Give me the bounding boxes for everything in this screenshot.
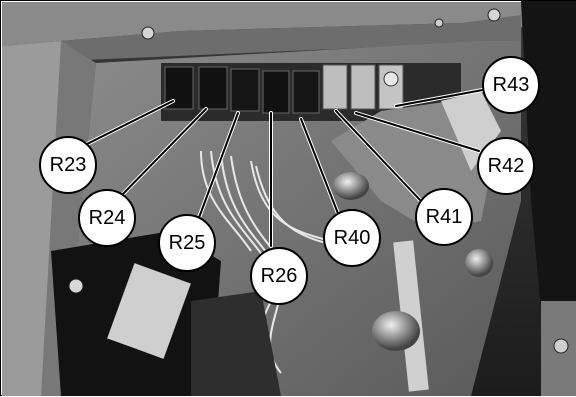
callout-r43: R43 — [482, 56, 540, 114]
callout-r25: R25 — [158, 214, 216, 272]
leader-lines — [82, 88, 489, 247]
callout-r41: R41 — [415, 188, 473, 246]
module-label — [107, 263, 191, 359]
bolt-head — [465, 249, 493, 277]
svg-text:R42: R42 — [488, 155, 525, 177]
top-bracket — [2, 2, 576, 46]
callout-r24: R24 — [78, 189, 136, 247]
callout-r42: R42 — [477, 137, 535, 195]
knob — [372, 311, 420, 351]
circuit-board — [191, 291, 281, 396]
callout-r26: R26 — [250, 247, 308, 305]
relays — [164, 64, 404, 114]
svg-text:R41: R41 — [426, 206, 463, 228]
svg-text:R43: R43 — [493, 74, 530, 96]
callout-r40: R40 — [323, 209, 381, 267]
svg-text:R25: R25 — [169, 232, 206, 254]
callout-r23: R23 — [39, 136, 97, 194]
svg-text:R40: R40 — [334, 227, 371, 249]
svg-text:R26: R26 — [261, 265, 298, 287]
svg-text:R24: R24 — [89, 207, 126, 229]
svg-text:R23: R23 — [50, 154, 87, 176]
